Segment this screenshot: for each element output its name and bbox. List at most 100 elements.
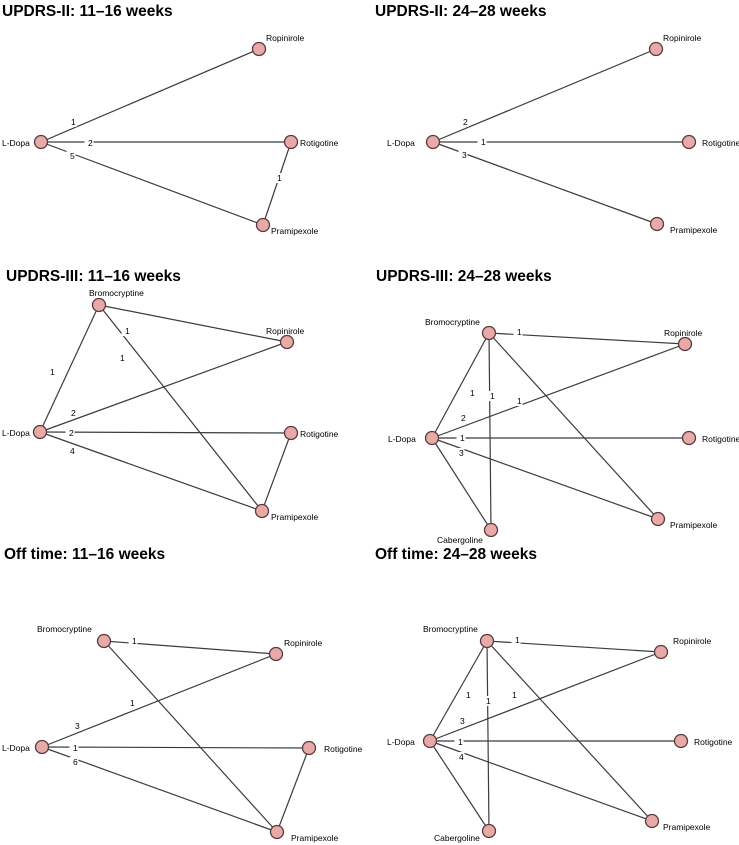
edge-l-dopa-rotigotine — [41, 746, 310, 749]
node-pramipexole — [644, 813, 660, 829]
node-label-cabergoline: Cabergoline — [434, 833, 480, 843]
network-panel-3: UPDRS-III: 11–16 weeks111224Bromocryptin… — [2, 268, 339, 522]
edge-rotigotine-pramipexole — [261, 432, 292, 512]
network-panel-5: Off time: 11–16 weeks11316BromocryptineL… — [2, 546, 363, 843]
edge-label-l-dopa-ropinirole: 3 — [75, 721, 80, 731]
node-rotigotine — [681, 134, 697, 150]
node-label-pramipexole: Pramipexole — [670, 520, 718, 530]
node-label-bromocryptine: Bromocryptine — [37, 624, 92, 634]
node-label-pramipexole: Pramipexole — [670, 225, 718, 235]
edge-label-bromocryptine-pramipexole: 1 — [517, 396, 522, 406]
panel-title: UPDRS-III: 24–28 weeks — [376, 268, 552, 285]
node-label-pramipexole: Pramipexole — [663, 822, 711, 832]
node-label-ropinirole: Ropinirole — [664, 328, 703, 338]
edge-label-l-dopa-pramipexole: 4 — [70, 446, 75, 456]
edge-label-l-dopa-rotigotine: 1 — [458, 737, 463, 747]
node-l-dopa — [425, 134, 441, 150]
edge-label-bromocryptine-cabergoline: 1 — [486, 696, 491, 706]
node-bromocryptine — [96, 633, 112, 649]
edge-rotigotine-pramipexole — [276, 747, 310, 833]
node-label-ropinirole: Ropinirole — [266, 33, 305, 43]
edge-label-l-dopa-rotigotine: 1 — [460, 433, 465, 443]
panel-title: UPDRS-II: 11–16 weeks — [2, 3, 173, 20]
edge-label-l-dopa-rotigotine: 1 — [481, 137, 486, 147]
edge-label-l-dopa-rotigotine: 2 — [69, 428, 74, 438]
edge-bromocryptine-ropinirole — [98, 304, 288, 343]
node-rotigotine — [673, 733, 689, 749]
edge-bromocryptine-pramipexole — [98, 304, 263, 512]
node-pramipexole — [650, 511, 666, 527]
node-label-l-dopa: L-Dopa — [2, 138, 30, 148]
panel-title: UPDRS-III: 11–16 weeks — [6, 268, 181, 285]
edge-label-l-dopa-ropinirole: 2 — [463, 117, 468, 127]
edge-l-dopa-cabergoline — [429, 740, 490, 832]
node-label-rotigotine: Rotigotine — [300, 429, 339, 439]
node-pramipexole — [269, 824, 285, 840]
node-l-dopa — [33, 134, 49, 150]
node-label-cabergoline: Cabergoline — [437, 535, 483, 545]
node-pramipexole — [254, 503, 270, 519]
node-rotigotine — [283, 134, 299, 150]
edge-l-dopa-pramipexole — [41, 746, 278, 833]
node-ropinirole — [677, 336, 693, 352]
edge-bromocryptine-l-dopa — [429, 640, 488, 742]
edge-label-l-dopa-pramipexole: 3 — [459, 448, 464, 458]
node-l-dopa — [32, 424, 48, 440]
edge-label-bromocryptine-pramipexole: 1 — [512, 690, 517, 700]
network-panel-2: UPDRS-II: 24–28 weeks213L-DopaRopinirole… — [375, 3, 739, 235]
edge-label-bromocryptine-ropinirole: 1 — [132, 636, 137, 646]
node-label-pramipexole: Pramipexole — [291, 833, 339, 843]
edge-label-l-dopa-rotigotine: 2 — [88, 138, 93, 148]
node-label-rotigotine: Rotigotine — [694, 737, 733, 747]
edge-l-dopa-pramipexole — [40, 141, 264, 226]
node-l-dopa — [422, 733, 438, 749]
node-label-ropinirole: Ropinirole — [266, 326, 305, 336]
edge-label-l-dopa-rotigotine: 1 — [73, 743, 78, 753]
edge-l-dopa-ropinirole — [41, 653, 277, 748]
edge-bromocryptine-pramipexole — [103, 640, 278, 833]
edge-label-bromocryptine-ropinirole: 1 — [515, 635, 520, 645]
edge-bromocryptine-pramipexole — [488, 332, 659, 520]
node-label-ropinirole: Ropinirole — [673, 636, 712, 646]
node-pramipexole — [649, 216, 665, 232]
edge-l-dopa-ropinirole — [39, 341, 288, 433]
node-label-pramipexole: Pramipexole — [271, 512, 319, 522]
edge-l-dopa-rotigotine — [39, 431, 292, 434]
edge-label-bromocryptine-pramipexole: 1 — [120, 353, 125, 363]
edge-label-l-dopa-pramipexole: 6 — [73, 757, 78, 767]
node-label-l-dopa: L-Dopa — [387, 138, 415, 148]
edge-l-dopa-pramipexole — [431, 437, 659, 520]
edge-l-dopa-pramipexole — [429, 740, 653, 822]
edge-bromocryptine-l-dopa — [39, 304, 100, 433]
edge-label-l-dopa-pramipexole: 4 — [459, 752, 464, 762]
panel-title: Off time: 11–16 weeks — [4, 546, 165, 563]
edge-l-dopa-cabergoline — [431, 437, 492, 531]
edge-l-dopa-pramipexole — [39, 431, 263, 512]
edge-l-dopa-ropinirole — [40, 48, 260, 143]
edge-l-dopa-pramipexole — [432, 141, 658, 225]
edge-rotigotine-pramipexole — [262, 141, 292, 226]
edge-label-l-dopa-pramipexole: 3 — [462, 150, 467, 160]
node-ropinirole — [251, 41, 267, 57]
edge-l-dopa-ropinirole — [431, 343, 686, 439]
node-label-rotigotine: Rotigotine — [702, 138, 739, 148]
edge-label-l-dopa-ropinirole: 2 — [461, 413, 466, 423]
edge-label-bromocryptine-cabergoline: 1 — [490, 391, 495, 401]
edge-label-l-dopa-pramipexole: 5 — [70, 151, 75, 161]
edge-label-bromocryptine-l-dopa: 1 — [50, 367, 55, 377]
edge-label-l-dopa-ropinirole: 2 — [71, 408, 76, 418]
node-rotigotine — [283, 425, 299, 441]
node-label-rotigotine: Rotigotine — [300, 138, 339, 148]
node-ropinirole — [648, 41, 664, 57]
node-label-ropinirole: Ropinirole — [663, 33, 702, 43]
edge-label-bromocryptine-l-dopa: 1 — [470, 388, 475, 398]
node-l-dopa — [34, 739, 50, 755]
edge-label-bromocryptine-ropinirole: 1 — [517, 327, 522, 337]
edge-bromocryptine-cabergoline — [486, 640, 490, 832]
node-bromocryptine — [91, 297, 107, 313]
node-label-pramipexole: Pramipexole — [271, 226, 319, 236]
node-label-l-dopa: L-Dopa — [2, 743, 30, 753]
node-label-bromocryptine: Bromocryptine — [423, 624, 478, 634]
edge-l-dopa-ropinirole — [432, 48, 657, 143]
